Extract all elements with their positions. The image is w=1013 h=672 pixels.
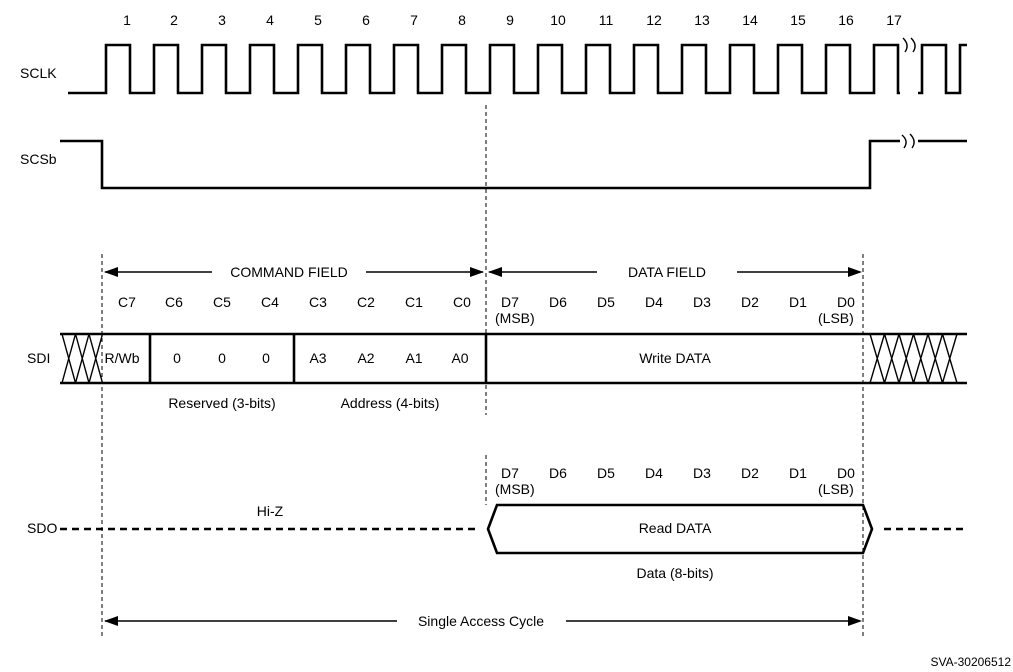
sdi-bit-value: R/Wb: [105, 350, 140, 366]
scsb-waveform: [60, 133, 967, 190]
clock-number: 7: [410, 12, 418, 28]
sdo-waveform: [60, 503, 967, 555]
sdi-msb-label: (MSB): [495, 310, 535, 326]
sdo-msb-label: (MSB): [495, 481, 535, 497]
sdi-bit-value: A2: [357, 350, 374, 366]
command-bit-label: C3: [309, 294, 327, 310]
clock-number: 15: [790, 12, 806, 28]
write-data-label: Write DATA: [639, 350, 711, 366]
sdo-data-bit-label: D6: [549, 465, 567, 481]
clock-number: 6: [362, 12, 370, 28]
sdo-data-bit-label: D7: [501, 465, 519, 481]
command-bit-label: C2: [357, 294, 375, 310]
sdi-bit-value: 0: [218, 350, 226, 366]
sdi-dont-care-right: [869, 333, 958, 384]
command-bit-labels: C7 C6 C5 C4 C3 C2 C1 C0: [118, 294, 471, 310]
figure-id: SVA-30206512: [930, 655, 1011, 669]
clock-number: 9: [506, 12, 514, 28]
clock-number: 12: [646, 12, 662, 28]
sdi-bit-value: A0: [451, 350, 468, 366]
clock-number: 14: [742, 12, 758, 28]
sdo-data-bit-label: D4: [645, 465, 663, 481]
clock-number: 5: [314, 12, 322, 28]
sdi-data-bit-label: D0: [837, 294, 855, 310]
sdi-label: SDI: [27, 350, 50, 366]
hi-z-label: Hi-Z: [257, 503, 284, 519]
clock-number: 8: [458, 12, 466, 28]
clock-number: 11: [599, 12, 614, 28]
sdi-bit-value: A3: [309, 350, 326, 366]
clock-number: 16: [838, 12, 854, 28]
sdi-lsb-label: (LSB): [818, 310, 854, 326]
reserved-label: Reserved (3-bits): [168, 395, 275, 411]
data-field-arrow: DATA FIELD: [488, 264, 862, 280]
sdi-data-bit-label: D1: [789, 294, 807, 310]
sdi-bit-value: A1: [405, 350, 422, 366]
clock-number: 4: [266, 12, 274, 28]
single-access-cycle-arrow: Single Access Cycle: [104, 613, 862, 629]
sdo-lsb-label: (LSB): [818, 481, 854, 497]
sdi-bus: [60, 332, 967, 385]
sdo-data-bit-label: D1: [789, 465, 807, 481]
sdi-data-bit-label: D5: [597, 294, 615, 310]
sclk-label: SCLK: [20, 65, 57, 81]
sdo-data-bit-label: D0: [837, 465, 855, 481]
command-bit-label: C6: [165, 294, 183, 310]
sdi-dont-care-left: [61, 333, 104, 384]
sdo-data-bit-labels: D7 D6 D5 D4 D3 D2 D1 D0: [501, 465, 855, 481]
clock-number: 2: [170, 12, 178, 28]
sdo-label: SDO: [27, 520, 57, 536]
clock-number: 3: [218, 12, 226, 28]
sdi-data-bit-label: D7: [501, 294, 519, 310]
command-field-label: COMMAND FIELD: [230, 264, 347, 280]
command-bit-label: C5: [213, 294, 231, 310]
clock-number: 10: [550, 12, 566, 28]
sclk-waveform: [68, 37, 967, 95]
sdo-data-bit-label: D2: [741, 465, 759, 481]
data-field-label: DATA FIELD: [628, 264, 706, 280]
address-label: Address (4-bits): [341, 395, 440, 411]
sdi-data-bit-label: D6: [549, 294, 567, 310]
sdi-data-bit-label: D2: [741, 294, 759, 310]
clock-number: 17: [886, 12, 902, 28]
sdi-bit-cells: R/Wb 0 0 0 A3 A2 A1 A0: [105, 350, 469, 366]
scsb-label: SCSb: [20, 151, 57, 167]
single-access-cycle-label: Single Access Cycle: [418, 613, 544, 629]
sdi-data-bit-labels: D7 D6 D5 D4 D3 D2 D1 D0: [501, 294, 855, 310]
sdi-data-bit-label: D4: [645, 294, 663, 310]
sdo-data-bit-label: D5: [597, 465, 615, 481]
sdo-data-bit-label: D3: [693, 465, 711, 481]
read-data-label: Read DATA: [639, 520, 712, 536]
sdi-data-bit-label: D3: [693, 294, 711, 310]
command-bit-label: C7: [118, 294, 136, 310]
sdi-bit-value: 0: [173, 350, 181, 366]
command-field-arrow: COMMAND FIELD: [104, 264, 484, 280]
clock-number: 13: [694, 12, 710, 28]
command-bit-label: C4: [261, 294, 279, 310]
sdi-bit-value: 0: [262, 350, 270, 366]
command-bit-label: C0: [453, 294, 471, 310]
clock-number: 1: [123, 12, 131, 28]
command-bit-label: C1: [405, 294, 423, 310]
data-bits-label: Data (8-bits): [636, 565, 713, 581]
